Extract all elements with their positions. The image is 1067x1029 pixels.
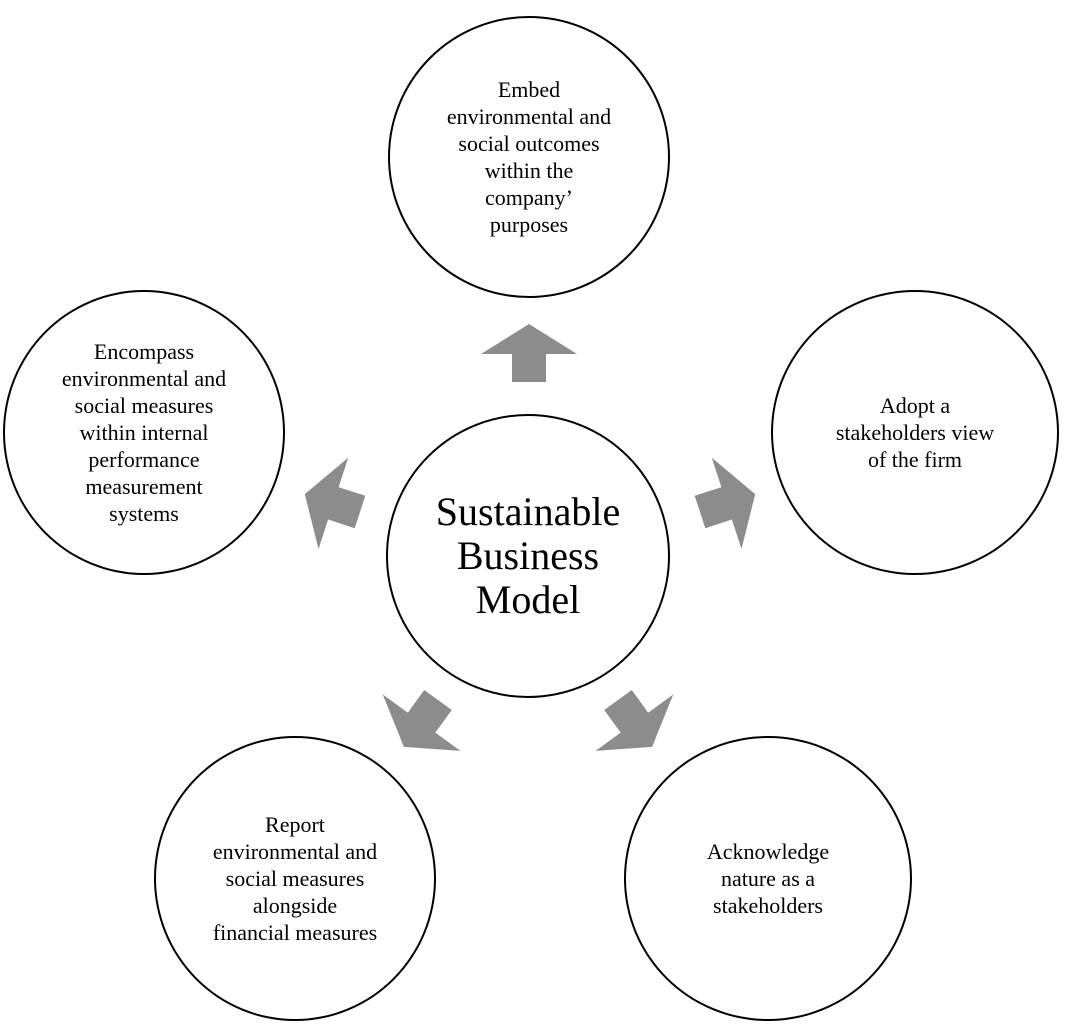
arrow-bottom-left [382,690,461,751]
node-encompass-measures: Encompass environmental and social measu… [3,290,285,575]
node-embed-outcomes-label: Embed environmental and social outcomes … [446,77,612,237]
arrow-right [694,457,756,549]
arrow-up [481,324,577,382]
node-stakeholders-view: Adopt a stakeholders view of the firm [771,290,1059,575]
center-node: Sustainable Business Model [386,414,670,698]
arrow-bottom-right [595,690,674,751]
arrow-left [304,457,366,549]
node-acknowledge-nature-label: Acknowledge nature as a stakeholders [706,839,830,918]
node-report-measures: Report environmental and social measures… [154,736,436,1021]
node-report-measures-label: Report environmental and social measures… [212,812,378,945]
node-encompass-measures-label: Encompass environmental and social measu… [61,339,227,526]
node-embed-outcomes: Embed environmental and social outcomes … [388,16,670,298]
center-node-label: Sustainable Business Model [435,489,621,622]
node-stakeholders-view-label: Adopt a stakeholders view of the firm [835,393,995,472]
node-acknowledge-nature: Acknowledge nature as a stakeholders [624,736,912,1021]
